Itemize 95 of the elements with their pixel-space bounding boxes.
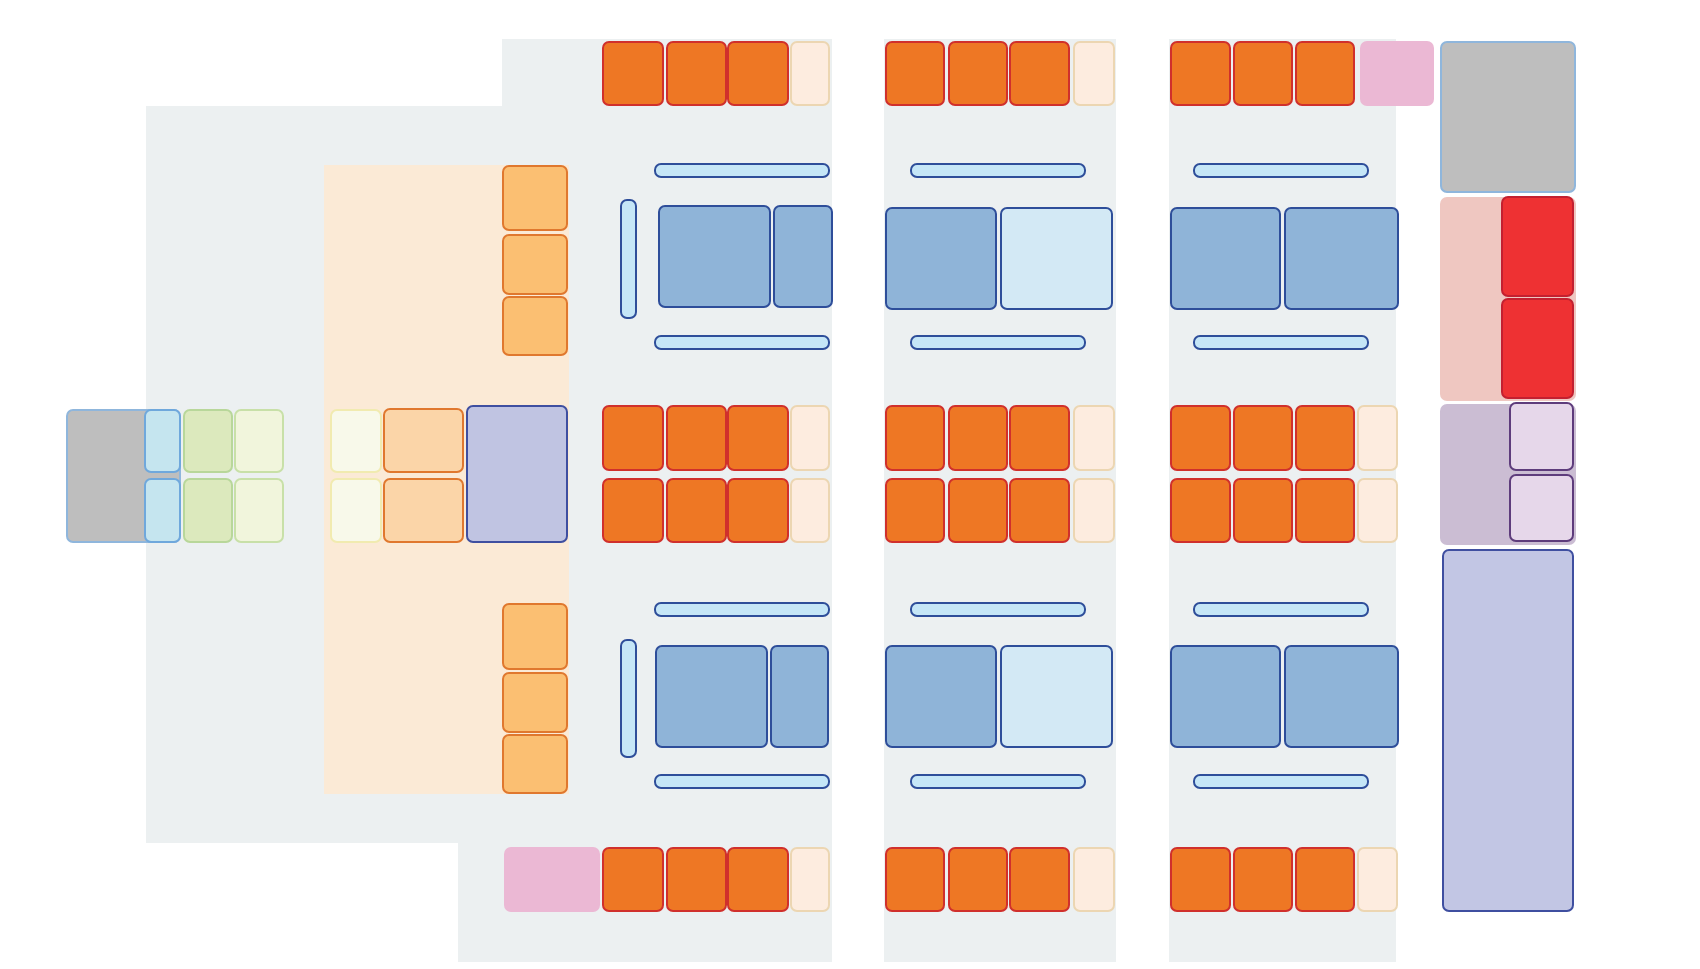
block [769, 645, 830, 749]
block [884, 846, 946, 912]
block [1009, 41, 1071, 107]
block [601, 405, 664, 471]
block [1073, 405, 1115, 471]
block [947, 478, 1009, 544]
block [884, 478, 946, 544]
block [382, 407, 464, 473]
block [329, 408, 382, 473]
block [1509, 473, 1575, 543]
block [1169, 846, 1231, 912]
block [999, 207, 1114, 311]
block [654, 645, 768, 749]
block [947, 405, 1009, 471]
block [1009, 846, 1071, 912]
block [501, 602, 569, 670]
block [909, 335, 1087, 351]
block [1500, 298, 1575, 400]
block [1439, 197, 1577, 402]
block [1500, 196, 1575, 298]
block [601, 478, 664, 544]
block [504, 846, 600, 912]
block [144, 478, 182, 544]
block [1294, 41, 1356, 107]
block [501, 734, 569, 794]
block [909, 774, 1087, 790]
block [620, 199, 638, 319]
block [234, 478, 285, 544]
block [727, 41, 790, 107]
block [1192, 774, 1370, 790]
block [790, 41, 831, 107]
block [1283, 207, 1399, 311]
block [665, 41, 728, 107]
block [1509, 402, 1575, 471]
block [1169, 405, 1231, 471]
block [1169, 645, 1282, 749]
block [466, 405, 569, 544]
block [884, 41, 946, 107]
block [773, 204, 833, 308]
block [1009, 478, 1071, 544]
block [1169, 41, 1231, 107]
block [727, 478, 790, 544]
block [999, 645, 1114, 749]
block [183, 478, 234, 544]
block [1357, 478, 1398, 544]
block [601, 41, 664, 107]
block [1232, 846, 1294, 912]
block [1294, 846, 1356, 912]
block [665, 405, 728, 471]
block [1169, 478, 1231, 544]
block [1073, 41, 1115, 107]
block [1192, 335, 1370, 351]
block [1359, 41, 1435, 107]
block [1073, 846, 1115, 912]
block [1294, 478, 1356, 544]
block [1232, 478, 1294, 544]
block [947, 41, 1009, 107]
block [1357, 405, 1398, 471]
block [501, 164, 569, 231]
block [620, 638, 638, 758]
block [234, 408, 285, 473]
block [601, 846, 664, 912]
block [658, 204, 771, 308]
block [665, 846, 728, 912]
block [947, 846, 1009, 912]
block [1357, 846, 1398, 912]
block [653, 774, 831, 790]
block [1169, 207, 1282, 311]
block [665, 478, 728, 544]
block [501, 295, 569, 356]
block [1009, 405, 1071, 471]
block [1232, 41, 1294, 107]
block [884, 645, 998, 749]
block [1294, 405, 1356, 471]
block [1439, 41, 1577, 193]
block [790, 405, 831, 471]
block [1441, 548, 1575, 912]
block [501, 672, 569, 733]
block [329, 478, 382, 544]
block [790, 478, 831, 544]
block [653, 335, 831, 351]
block [382, 478, 464, 544]
block [144, 408, 182, 473]
block [66, 408, 182, 544]
block [501, 234, 569, 295]
block [727, 846, 790, 912]
block [183, 408, 234, 473]
block [1283, 645, 1399, 749]
block [1439, 404, 1577, 546]
block [1232, 405, 1294, 471]
block [727, 405, 790, 471]
block [790, 846, 831, 912]
block [884, 405, 946, 471]
block [884, 207, 998, 311]
block [1073, 478, 1115, 544]
